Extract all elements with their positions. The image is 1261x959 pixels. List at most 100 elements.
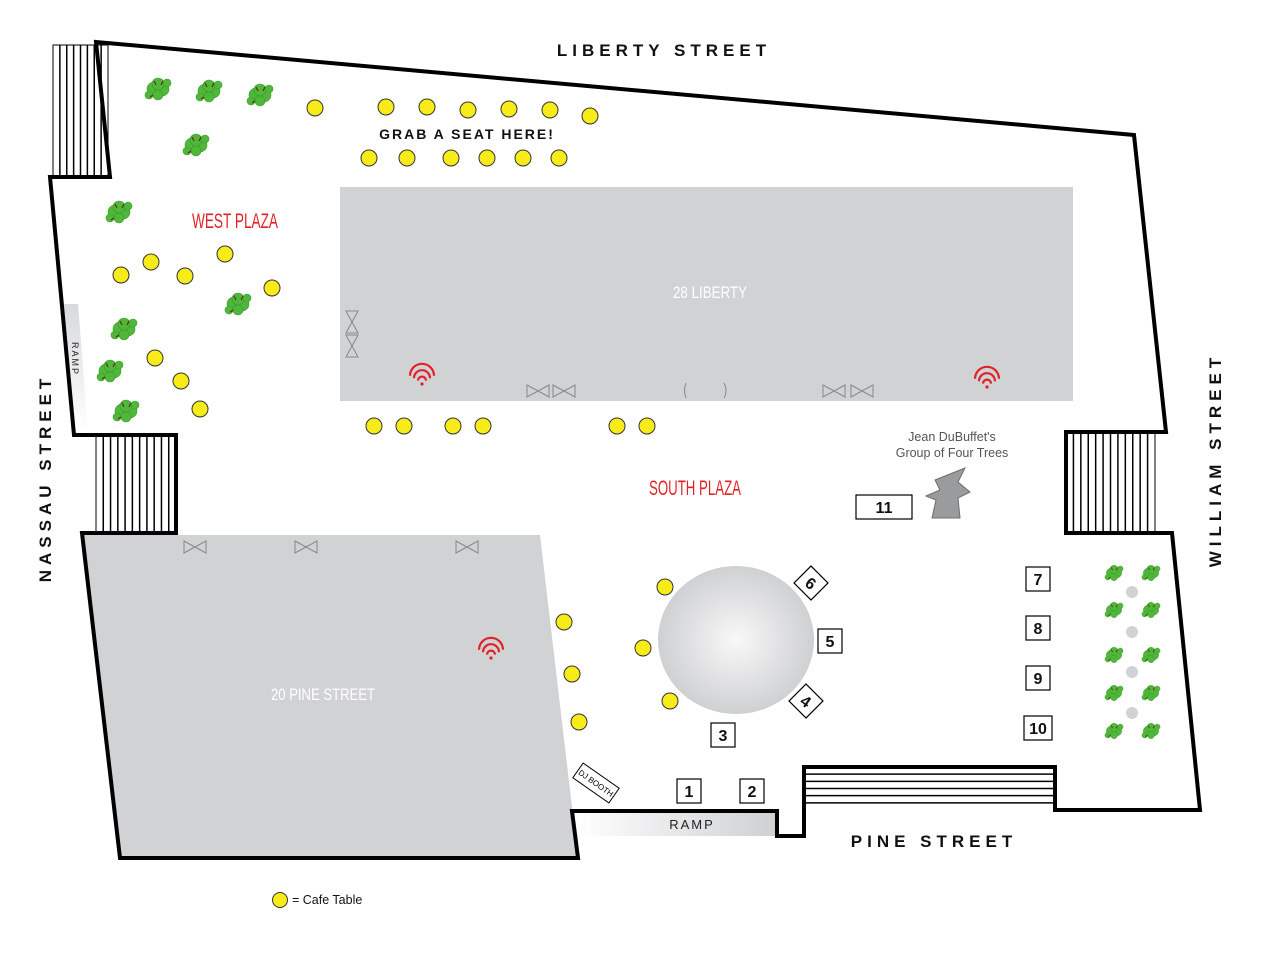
street-label-pine: PINE STREET (851, 832, 1017, 851)
tree-icon (96, 359, 124, 383)
street-label-nassau: NASSAU STREET (36, 374, 55, 583)
stairs-east (1065, 431, 1156, 534)
cafe-table (661, 692, 679, 710)
tree-icon (144, 77, 172, 101)
kiosk-number: 3 (719, 728, 728, 745)
cafe-table (459, 101, 477, 119)
cafe-table (563, 665, 581, 683)
cafe-table (634, 639, 652, 657)
ramp-label-west: RAMP (70, 342, 80, 376)
tree-icon (110, 317, 138, 341)
cafe-table (360, 149, 378, 167)
cafe-table (377, 98, 395, 116)
wifi-icon (477, 636, 505, 660)
legend-cafe-table-icon (272, 892, 288, 908)
building-label-20-pine: 20 PINE STREET (271, 685, 375, 704)
stairs-northwest (52, 44, 109, 178)
planter (1126, 586, 1138, 598)
cafe-table (478, 149, 496, 167)
cafe-table (581, 107, 599, 125)
ramp-south (574, 812, 776, 836)
kiosk-number: 8 (1034, 621, 1043, 638)
kiosk-number: 7 (1034, 572, 1043, 589)
cafe-table (398, 149, 416, 167)
south-plaza-label: SOUTH PLAZA (649, 477, 741, 500)
cafe-table (474, 417, 492, 435)
tree-icon (1141, 723, 1161, 739)
barrier-icon (183, 540, 207, 554)
building-28-liberty (340, 187, 1073, 401)
sculpture-label-line1: Jean DuBuffet's (908, 430, 996, 444)
kiosk-11: 11 (855, 494, 913, 520)
kiosk-6: 6 (793, 565, 829, 601)
ramp-label-south: RAMP (669, 817, 715, 832)
tree-icon (195, 79, 223, 103)
cafe-table (191, 400, 209, 418)
tree-icon (1104, 723, 1124, 739)
cafe-table (146, 349, 164, 367)
cafe-table (570, 713, 588, 731)
cafe-table (172, 372, 190, 390)
cafe-table (444, 417, 462, 435)
kiosk-3: 3 (710, 722, 736, 748)
cafe-table (500, 100, 518, 118)
ramp-west (64, 304, 88, 432)
west-plaza-label: WEST PLAZA (192, 210, 278, 233)
cafe-table (656, 578, 674, 596)
kiosk-number: 10 (1029, 721, 1047, 738)
kiosk-number: 11 (876, 500, 893, 517)
kiosk-1: 1 (676, 778, 702, 804)
cafe-table (541, 101, 559, 119)
barrier-icon (850, 384, 874, 398)
kiosk-8: 8 (1025, 615, 1051, 641)
cafe-table (638, 417, 656, 435)
kiosk-number: 9 (1034, 671, 1043, 688)
door-marks (684, 382, 727, 399)
stairs-south (804, 773, 1055, 804)
tree-icon (1104, 602, 1124, 618)
building-label-28-liberty: 28 LIBERTY (673, 283, 747, 302)
kiosk-10: 10 (1023, 715, 1053, 741)
kiosk-5: 5 (817, 628, 843, 654)
tree-icon (246, 83, 274, 107)
street-label-liberty: LIBERTY STREET (557, 41, 771, 60)
barrier-icon (526, 384, 550, 398)
kiosk-2: 2 (739, 778, 765, 804)
tree-icon (1104, 647, 1124, 663)
planter (1126, 666, 1138, 678)
kiosk-7: 7 (1025, 566, 1051, 592)
kiosk-4: 4 (788, 683, 824, 719)
tree-icon (1141, 602, 1161, 618)
planter (1126, 626, 1138, 638)
tree-icon (224, 292, 252, 316)
tree-icon (1141, 565, 1161, 581)
kiosk-number: 1 (685, 784, 694, 801)
tree-icon (1104, 565, 1124, 581)
cafe-table (514, 149, 532, 167)
street-label-william: WILLIAM STREET (1206, 353, 1225, 567)
building-20-pine-street (82, 535, 578, 858)
cafe-table (365, 417, 383, 435)
cafe-table (442, 149, 460, 167)
tree-icon (1141, 685, 1161, 701)
tree-icon (1141, 647, 1161, 663)
cafe-table (395, 417, 413, 435)
barrier-icon (345, 334, 359, 358)
cafe-table (112, 266, 130, 284)
kiosk-number: 5 (826, 634, 835, 651)
barrier-icon (345, 310, 359, 334)
cafe-table (550, 149, 568, 167)
barrier-icon (455, 540, 479, 554)
cafe-table (176, 267, 194, 285)
planter (1126, 707, 1138, 719)
stairs-west (95, 434, 177, 534)
sculpture-icon (924, 467, 971, 519)
cafe-table (216, 245, 234, 263)
cafe-table (306, 99, 324, 117)
wifi-icon (408, 362, 436, 386)
barrier-icon (552, 384, 576, 398)
barrier-icon (294, 540, 318, 554)
dome (658, 566, 814, 714)
sculpture-label-line2: Group of Four Trees (896, 446, 1009, 460)
